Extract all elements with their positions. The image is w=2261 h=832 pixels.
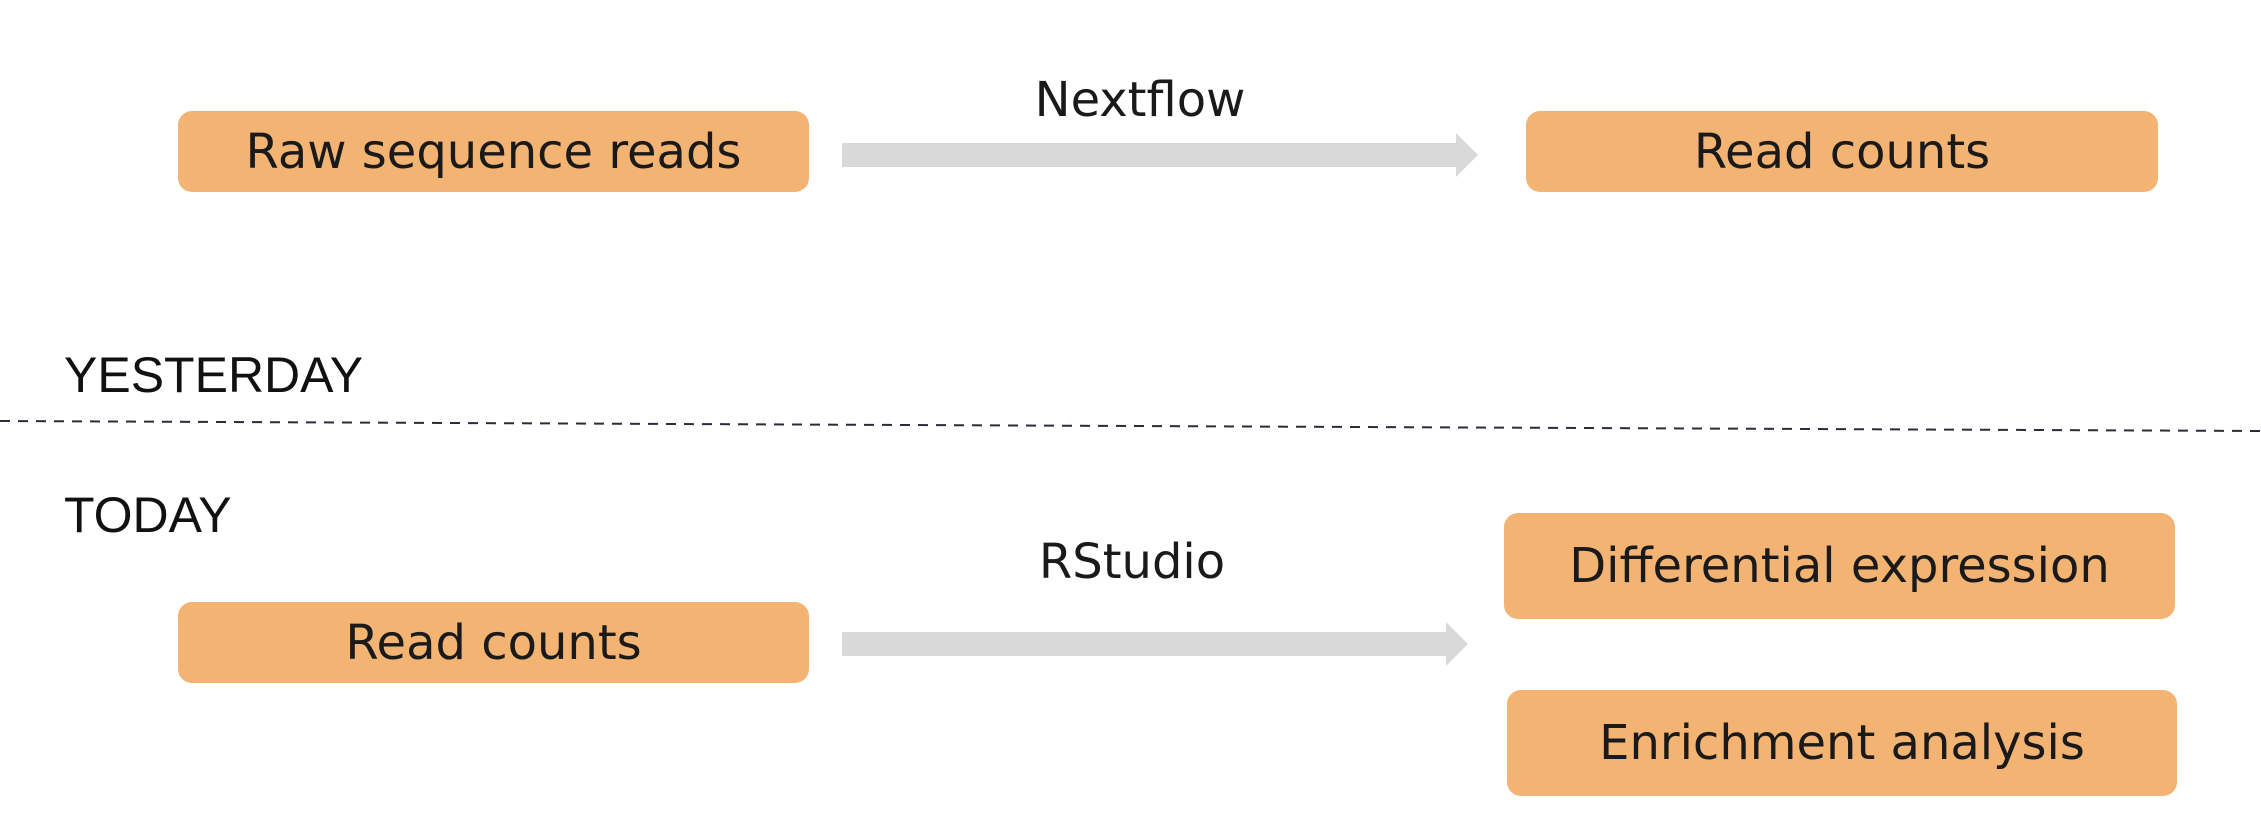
arrow-top-shaft (842, 143, 1456, 167)
box-read-counts-top: Read counts (1526, 111, 2158, 192)
box-enrichment-analysis: Enrichment analysis (1507, 690, 2177, 796)
box-enrichment-analysis-label: Enrichment analysis (1599, 715, 2085, 771)
box-raw-sequence-reads-label: Raw sequence reads (245, 123, 742, 180)
label-nextflow: Nextflow (1034, 72, 1246, 128)
arrow-top (842, 133, 1478, 177)
box-read-counts-bottom: Read counts (178, 602, 809, 683)
arrow-top-head (1456, 133, 1478, 177)
section-label-yesterday: YESTERDAY (64, 347, 364, 403)
box-read-counts-top-label: Read counts (1693, 123, 1991, 180)
box-read-counts-bottom-label: Read counts (345, 614, 642, 671)
section-divider (0, 420, 2261, 432)
arrow-bottom (842, 622, 1468, 666)
box-raw-sequence-reads: Raw sequence reads (178, 111, 809, 192)
box-differential-expression-label: Differential expression (1569, 538, 2110, 594)
box-differential-expression: Differential expression (1504, 513, 2175, 619)
arrow-bottom-shaft (842, 632, 1446, 656)
arrow-bottom-head (1446, 622, 1468, 666)
section-label-today: TODAY (64, 487, 232, 543)
label-rstudio: RStudio (1038, 534, 1226, 590)
